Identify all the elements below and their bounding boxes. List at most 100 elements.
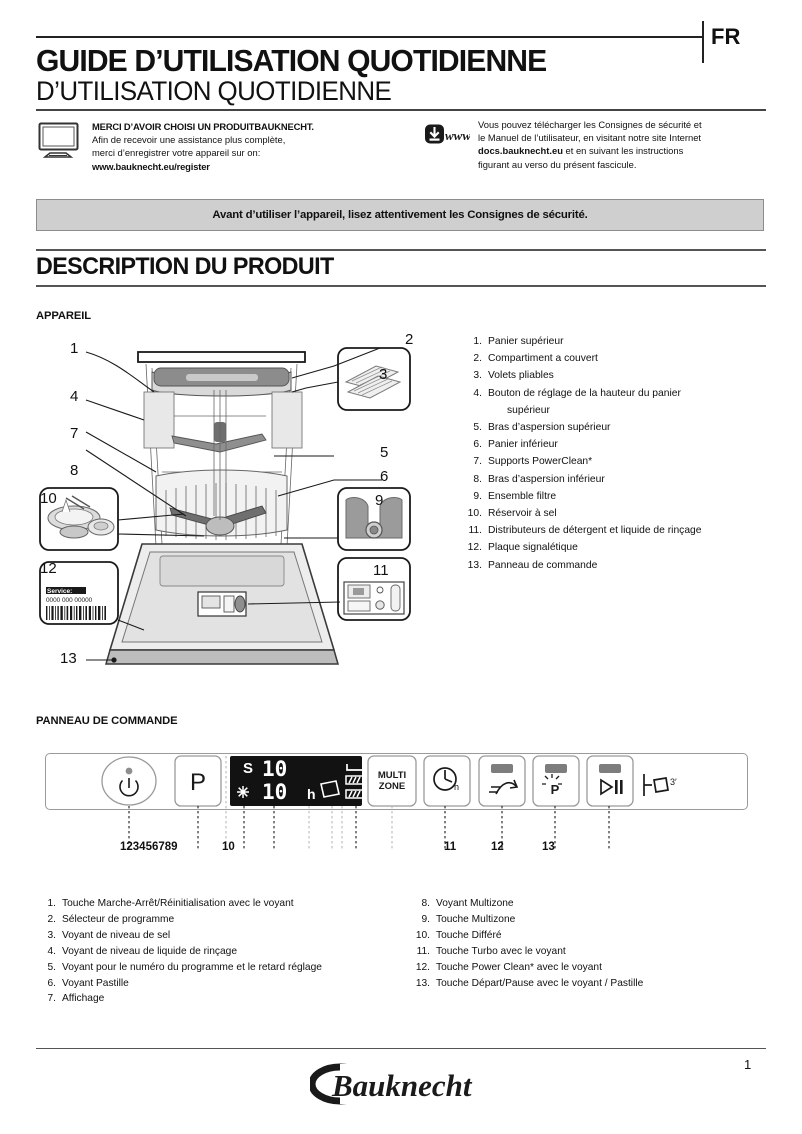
diagram-callout-6: 6 <box>380 468 389 485</box>
control-panel-callout-12: 12 <box>491 841 504 853</box>
legend-label: Touche Multizone <box>436 913 516 925</box>
parts-item-label: Réservoir à sel <box>488 508 557 520</box>
download-line-1: Vous pouvez télécharger les Consignes de… <box>478 119 702 130</box>
diagram-callout-12: 12 <box>40 560 57 577</box>
turbo-button <box>478 755 526 807</box>
parts-item-number: 9. <box>473 490 482 502</box>
legend-item: 12. Touche Power Clean* avec le voyant <box>410 960 780 976</box>
bauknecht-logo: Bauknecht <box>310 1063 473 1105</box>
download-info-block: Vous pouvez télécharger les Consignes de… <box>478 118 770 171</box>
parts-item-number: 8. <box>473 473 482 485</box>
download-url[interactable]: docs.bauknecht.eu <box>478 145 563 157</box>
parts-list-item: 4.Bouton de réglage de la hauteur du pan… <box>460 385 780 402</box>
parts-item-number: 12. <box>467 542 482 554</box>
parts-item-number: 1. <box>473 336 482 347</box>
footer-rule <box>36 1048 766 1050</box>
legend-number: 12. <box>415 961 430 973</box>
legend-label: Touche Différé <box>436 929 502 941</box>
parts-item-label: Supports PowerClean* <box>488 456 593 468</box>
page-subtitle: D’UTILISATION QUOTIDIENNE <box>36 76 392 106</box>
parts-item-label: Panier inférieur <box>488 439 558 451</box>
dishwasher-diagram: .ln { stroke:#1a1a1a; stroke-width:1.1; … <box>39 347 411 665</box>
download-line-3-rest: et en suivant les instructions <box>562 145 684 157</box>
parts-list-item: 10.Réservoir à sel <box>460 505 780 522</box>
parts-list-item: 13.Panneau de commande <box>460 557 780 574</box>
download-www-icon: www <box>425 124 470 144</box>
legend-item: 7.Affichage <box>36 991 416 1007</box>
parts-item-label: Bouton de réglage de la hauteur du panie… <box>488 387 681 399</box>
parts-item-continuation: supérieur <box>507 404 550 416</box>
parts-list-item: 9. Ensemble filtre <box>460 488 780 505</box>
legend-item: 11.Touche Turbo avec le voyant <box>410 944 780 960</box>
page-title: GUIDE D’UTILISATION QUOTIDIENNE <box>36 43 547 78</box>
svg-text:h: h <box>454 782 459 792</box>
parts-item-label: Plaque signalétique <box>488 542 578 554</box>
svg-text:10: 10 <box>262 757 287 781</box>
monitor-icon <box>38 122 79 158</box>
legend-item: 6.Voyant Pastille <box>36 976 416 992</box>
legend-number: 9. <box>421 913 431 925</box>
legend-label: Touche Départ/Pause avec le voyant / Pas… <box>436 977 644 989</box>
powerclean-button: P <box>532 755 580 807</box>
control-legend-left: 1.Touche Marche-Arrêt/Réinitialisation a… <box>36 896 416 1007</box>
diagram-leader-lines <box>85 347 382 663</box>
rinse-aid-star-icon <box>237 786 249 798</box>
parts-item-label: Panier supérieur <box>488 336 564 347</box>
parts-list-item: 6. Panier inférieur <box>460 436 780 453</box>
parts-item-label: Panneau de commande <box>488 559 598 571</box>
legend-label: Voyant de niveau de liquide de rinçage <box>62 945 238 957</box>
svg-text:S: S <box>243 760 253 777</box>
safety-banner <box>36 199 764 231</box>
parts-item-number: 6. <box>473 439 482 451</box>
legend-number: 1. <box>47 898 57 909</box>
parts-item-label: Ensemble filtre <box>488 490 557 502</box>
svg-text:ZONE: ZONE <box>379 781 405 792</box>
display: S 10 10 h <box>230 756 365 806</box>
inset-salt-reservoir <box>39 487 119 551</box>
legend-number: 10. <box>415 929 430 941</box>
legend-item: 2.Sélecteur de programme <box>36 912 416 928</box>
legend-item: 10. Touche Différé <box>410 928 780 944</box>
svg-text:www: www <box>445 128 470 143</box>
register-info-block: MERCI D’AVOIR CHOISI UN PRODUITBAUKNECHT… <box>92 120 392 173</box>
legend-label: Touche Power Clean* avec le voyant <box>436 961 602 973</box>
parts-item-number: 7. <box>473 456 482 468</box>
header-top-rule <box>36 36 702 38</box>
register-url[interactable]: www.bauknecht.eu/register <box>92 160 210 172</box>
legend-label: Sélecteur de programme <box>62 913 175 925</box>
parts-list-item: 1. Panier supérieur <box>460 333 780 350</box>
control-panel-heading: PANNEAU DE COMMANDE <box>36 715 178 727</box>
language-divider <box>702 21 704 63</box>
parts-item-label: Bras d’aspersion supérieur <box>488 422 611 434</box>
parts-item-label: Compartiment a couvert <box>488 353 598 365</box>
parts-list-item: 3.Volets pliables <box>460 367 780 384</box>
safety-banner-text: Avant d’utiliser l’appareil, lisez atten… <box>212 209 588 221</box>
parts-list-item: 11.Distributeurs de détergent et liquide… <box>460 522 780 539</box>
download-line-4: figurant au verso du présent fascicule. <box>478 158 637 170</box>
multizone-indicator-icons <box>345 764 365 799</box>
control-panel-callout-group: 123456789 <box>120 841 178 853</box>
legend-number: 13. <box>415 977 430 989</box>
delay-button: h <box>423 755 471 807</box>
parts-list-item: 2.Compartiment a couvert <box>460 350 780 367</box>
language-tag: FR <box>711 24 741 49</box>
control-panel-graphic[interactable]: .key { fill:#fff; stroke:#9a9a9a; stroke… <box>34 742 774 862</box>
power-button <box>101 756 157 806</box>
parts-item-number: 11. <box>468 525 482 537</box>
inset-folding-flaps <box>337 347 411 411</box>
parts-list-item: 5. Bras d’aspersion supérieur <box>460 419 780 436</box>
program-button: P <box>174 755 222 807</box>
detergent-dispenser <box>197 591 247 617</box>
tablet-indicator-icon <box>320 780 340 798</box>
legend-label: Voyant Pastille <box>62 977 129 989</box>
parts-item-number: 3. <box>473 370 482 382</box>
diagram-callout-7: 7 <box>70 425 79 442</box>
startpause-button <box>586 755 634 807</box>
parts-list-item: 12. Plaque signalétique <box>460 539 780 556</box>
section-title: DESCRIPTION DU PRODUIT <box>36 253 334 280</box>
parts-item-number: 5. <box>473 422 482 434</box>
appliance-heading: APPAREIL <box>36 310 91 322</box>
parts-list: 1. Panier supérieur 2.Compartiment a couv… <box>460 333 780 574</box>
legend-item: 3.Voyant de niveau de sel <box>36 928 416 944</box>
